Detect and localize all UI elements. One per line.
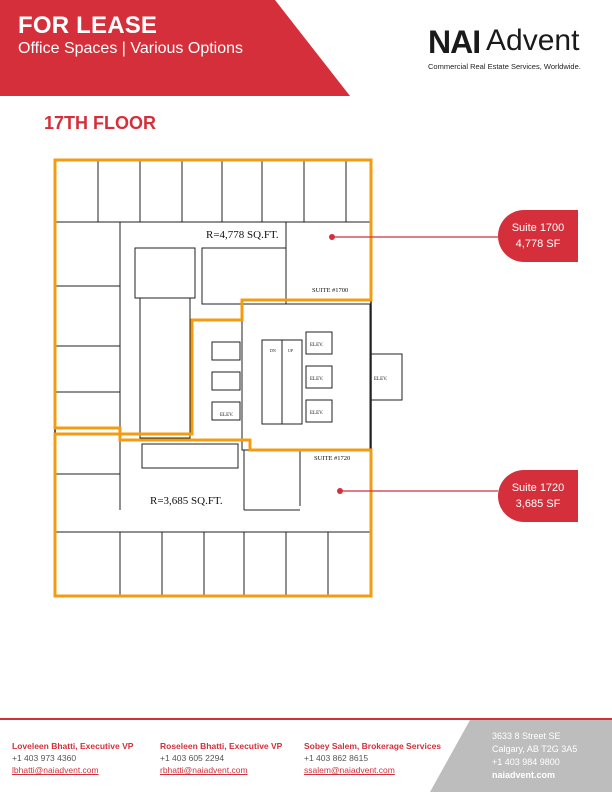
- suite-1720-plan-label: SUITE #1720: [314, 455, 350, 462]
- contact-email[interactable]: lbhatti@naiadvent.com: [12, 765, 99, 775]
- elevator-label-5: ELEV.: [220, 413, 233, 418]
- banner-shape: [0, 0, 350, 96]
- callout-suite-name: Suite 1700: [511, 222, 565, 234]
- contact-phone[interactable]: +1 403 973 4360: [12, 753, 77, 763]
- logo-advent: Advent: [486, 24, 580, 57]
- website-link[interactable]: naiadvent.com: [492, 770, 556, 780]
- office-address: 3633 8 Street SE Calgary, AB T2G 3A5 +1 …: [492, 730, 577, 782]
- suite-1700-plan-label: SUITE #1700: [312, 287, 348, 294]
- suite-1700-area-label: R=4,778 SQ.FT.: [206, 229, 279, 241]
- contact-email[interactable]: ssalem@naiadvent.com: [304, 765, 395, 775]
- footer-divider: [0, 718, 612, 720]
- contact-phone[interactable]: +1 403 605 2294: [160, 753, 225, 763]
- elevator-label-4: ELEV.: [374, 377, 387, 382]
- floor-plan: R=4,778 SQ.FT. SUITE #1700 R=3,685 SQ.FT…: [53, 158, 498, 598]
- contact-name: Loveleen Bhatti, Executive VP: [12, 741, 134, 751]
- suite-1700-marker: [329, 234, 335, 240]
- elevator-label-3: ELEV.: [310, 411, 323, 416]
- contact-card: Loveleen Bhatti, Executive VP +1 403 973…: [12, 740, 133, 776]
- suite-1700-callout: Suite 1700 4,778 SF: [498, 210, 578, 262]
- suite-1720-callout: Suite 1720 3,685 SF: [498, 470, 578, 522]
- address-city: Calgary, AB T2G 3A5: [492, 744, 578, 754]
- contact-card: Sobey Salem, Brokerage Services +1 403 8…: [304, 740, 441, 776]
- logo-tagline: Commercial Real Estate Services, Worldwi…: [428, 62, 581, 71]
- stair-up-label: UP: [288, 348, 294, 353]
- contact-name: Sobey Salem, Brokerage Services: [304, 741, 442, 751]
- suite-1720-area-label: R=3,685 SQ.FT.: [150, 495, 223, 507]
- callout-suite-size: 4,778 SF: [515, 238, 561, 250]
- contact-phone[interactable]: +1 403 862 8615: [304, 753, 369, 763]
- elevator-label-2: ELEV.: [310, 377, 323, 382]
- elevator-label-1: ELEV.: [310, 343, 323, 348]
- listing-title: FOR LEASE: [18, 12, 158, 39]
- suite-1720-marker: [337, 488, 343, 494]
- header-banner: FOR LEASE Office Spaces | Various Option…: [0, 0, 612, 96]
- stair-down-label: DN: [270, 348, 276, 353]
- address-street: 3633 8 Street SE: [492, 731, 561, 741]
- contact-name: Roseleen Bhatti, Executive VP: [160, 741, 283, 751]
- address-phone[interactable]: +1 403 984 9800: [492, 757, 560, 767]
- listing-subtitle: Office Spaces | Various Options: [18, 40, 244, 57]
- nai-advent-logo[interactable]: NAI Advent Commercial Real Estate Servic…: [428, 24, 598, 74]
- callout-suite-size: 3,685 SF: [515, 498, 561, 510]
- contact-card: Roseleen Bhatti, Executive VP +1 403 605…: [160, 740, 282, 776]
- callout-suite-name: Suite 1720: [511, 482, 565, 494]
- contact-email[interactable]: rbhatti@naiadvent.com: [160, 765, 248, 775]
- floor-title: 17TH FLOOR: [44, 113, 157, 133]
- logo-nai: NAI: [428, 24, 481, 60]
